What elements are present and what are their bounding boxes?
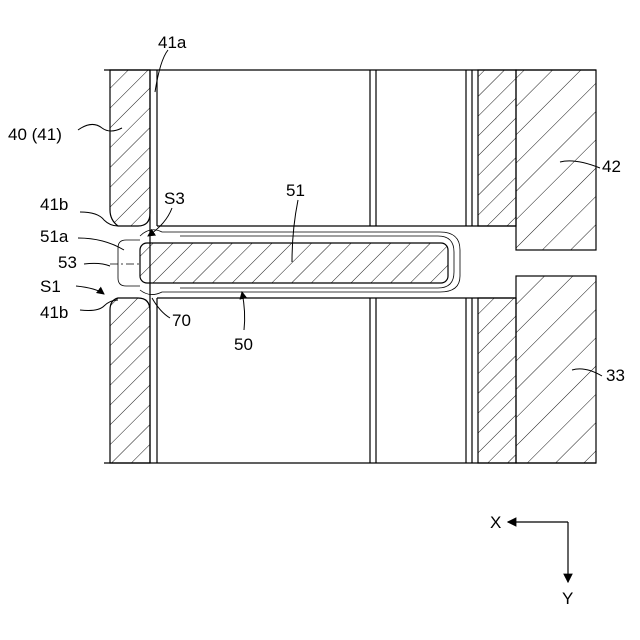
right-column-lower [478, 298, 516, 463]
gap-S3-bottom [140, 290, 176, 295]
label-41a: 41a [158, 33, 187, 52]
label-50: 50 [234, 335, 253, 354]
left-wall-upper [110, 70, 150, 226]
axis-y-label: Y [562, 589, 573, 608]
leader-S1 [76, 286, 104, 294]
seal-member-51 [140, 243, 448, 283]
label-41b-top: 41b [40, 195, 68, 214]
leader-53 [84, 263, 110, 266]
label-70: 70 [172, 311, 191, 330]
label-33: 33 [606, 366, 625, 385]
axis-x-label: X [490, 513, 501, 532]
end-part-53 [118, 240, 140, 286]
label-51a: 51a [40, 227, 69, 246]
leader-70 [152, 298, 170, 318]
leader-51a [78, 238, 124, 250]
label-S3: S3 [164, 189, 185, 208]
label-S1: S1 [40, 277, 61, 296]
label-41b-bottom: 41b [40, 303, 68, 322]
label-40-41: 40 (41) [8, 125, 62, 144]
left-wall-lower [110, 298, 150, 463]
label-51: 51 [286, 181, 305, 200]
gap-S3-top [140, 230, 176, 236]
label-42: 42 [602, 157, 621, 176]
label-53: 53 [58, 253, 77, 272]
right-column-upper [478, 70, 516, 226]
part-42 [516, 70, 596, 250]
